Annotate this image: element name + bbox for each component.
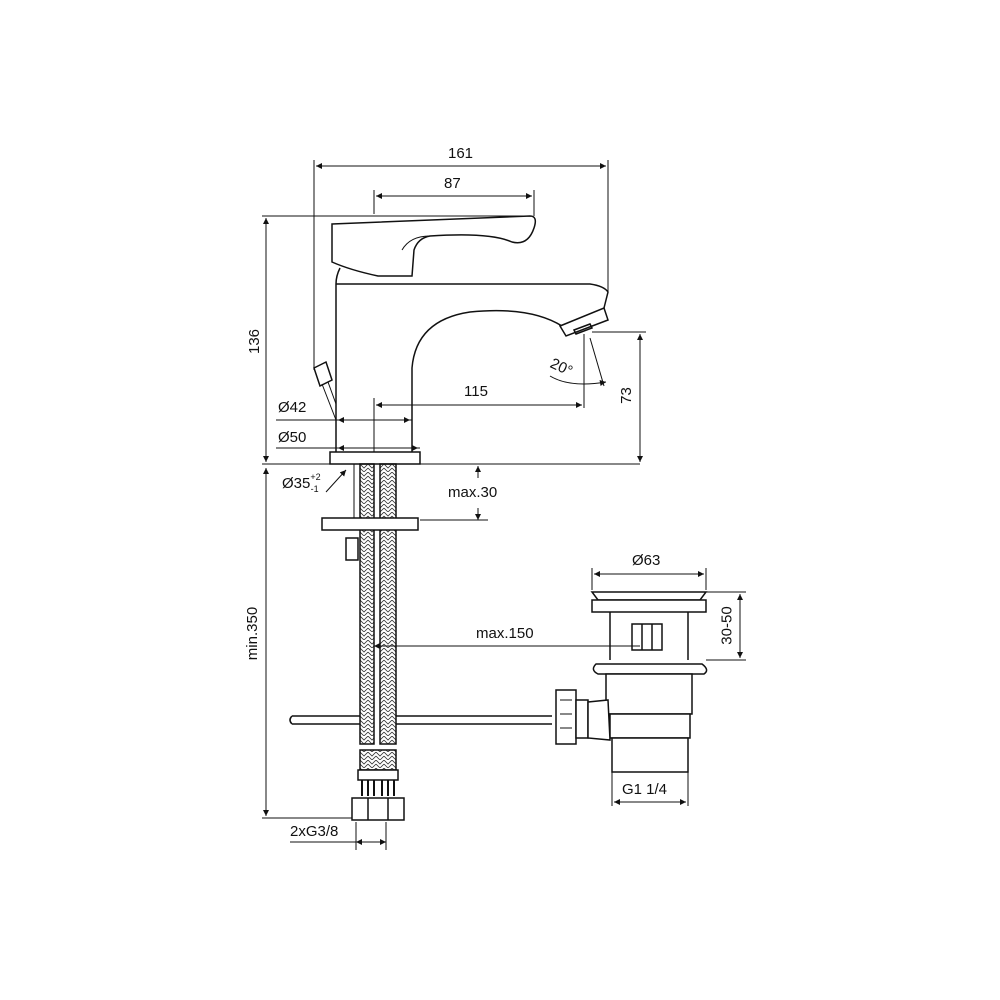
dim-spout-outlet-height: 73 xyxy=(617,387,635,404)
pull-rod xyxy=(289,715,552,725)
dim-base-diameter: Ø50 xyxy=(278,429,307,446)
mixer-base xyxy=(329,451,421,465)
dim-hose-connections: 2xG3/8 xyxy=(290,823,339,840)
dim-overall-length: 161 xyxy=(448,145,474,162)
fixing-bracket xyxy=(321,464,419,561)
dim-lever-length: 87 xyxy=(444,175,461,192)
pop-up-waste xyxy=(555,591,708,773)
mixer-lever xyxy=(331,215,537,277)
hole-tol-minus: -1 xyxy=(310,484,319,494)
spout-aerator xyxy=(558,307,609,337)
dim-waste-flange-diameter: Ø63 xyxy=(632,552,661,569)
dim-hole-diameter: Ø35+2 -1 xyxy=(282,473,321,494)
hole-tol-plus: +2 xyxy=(310,472,321,482)
pop-up-knob xyxy=(313,360,337,421)
dim-overall-height: 136 xyxy=(246,328,264,355)
dim-waste-thread: G1 1/4 xyxy=(622,781,668,798)
dim-max-deck-thickness: max.30 xyxy=(448,484,498,501)
hole-diameter-value: Ø35 xyxy=(282,475,311,492)
dim-spout-reach: 115 xyxy=(464,383,488,400)
dim-min-hose-length: min.350 xyxy=(244,606,262,661)
dim-pull-rod-reach: max.150 xyxy=(476,625,534,642)
dim-body-diameter: Ø42 xyxy=(278,399,307,416)
dim-waste-flange-range: 30-50 xyxy=(718,606,736,645)
